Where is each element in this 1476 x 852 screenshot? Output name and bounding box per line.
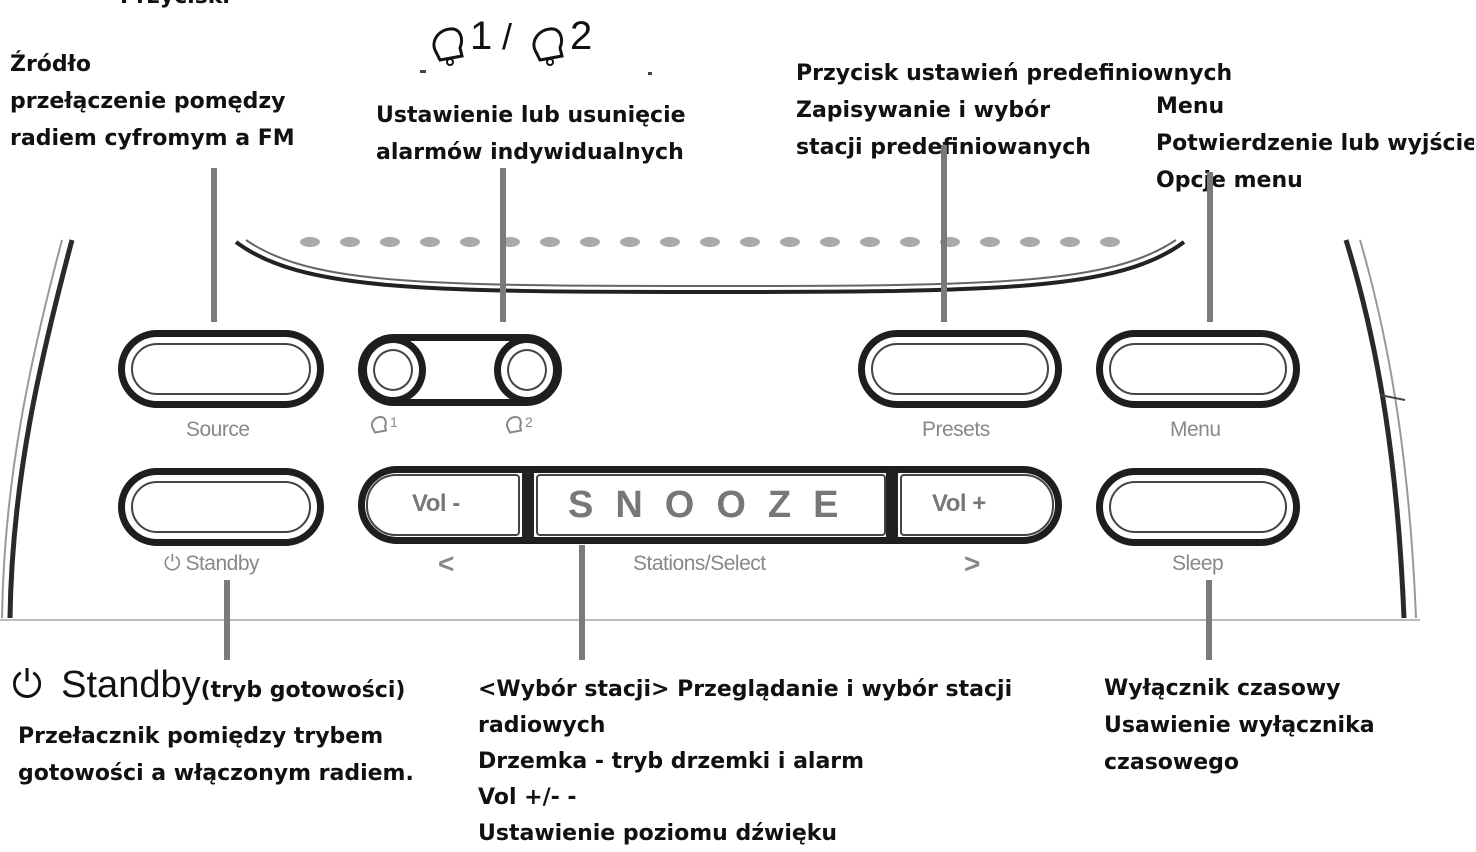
callout-line: Usawienie wyłącznika [1104,713,1375,738]
sleep-button[interactable] [1096,468,1300,546]
alarm2-button[interactable] [494,336,560,404]
standby-heading: ⏻ Standby(tryb gotowości) [12,664,406,706]
snooze-button[interactable]: SNOOZE [536,474,886,536]
alarm1-button[interactable] [360,336,426,404]
vol-plus-button[interactable]: Vol + [900,474,1054,536]
callout-line: Źródło [10,52,91,77]
standby-device-label: ⏻ Standby [164,552,260,575]
alarm-symbols-heading: 1 / 2 [430,14,610,74]
callout-line: Menu [1156,94,1225,119]
speaker-holes [300,237,1120,247]
callout-line: Zapisywanie i wybór [796,98,1051,123]
callout-line: Ustawienie lub usunięcie [376,103,686,128]
callout-line: Opcje menu [1156,168,1303,193]
divider [522,470,534,540]
bell-icon [432,27,464,66]
menu-button[interactable] [1096,330,1300,408]
power-icon: ⏻ [164,552,181,575]
alarm-callout: Ustawienie lub usunięcie alarmów indywid… [376,97,686,171]
alarm1-number: 1 [470,14,493,58]
alarm2-number: 2 [570,14,593,58]
leader-line-alarm [500,168,506,322]
callout-line: Przełacznik pomiędzy trybem [18,724,384,749]
leader-line-stations [579,545,585,660]
leader-line-source [211,168,217,322]
callout-line: przełączenie pomędzy [10,89,286,114]
sleep-callout: Wyłącznik czasowy Usawienie wyłącznika c… [1104,670,1375,781]
callout-line: <Wybór stacji> Przeglądanie i wybór stac… [478,677,1013,702]
bell-icon [505,415,523,434]
callout-line: radiem cyfromym a FM [10,126,295,151]
standby-button[interactable] [118,468,324,546]
standby-callout: Przełacznik pomiędzy trybem gotowości a … [18,718,414,792]
callout-line: Przycisk ustawień predefiniownych [796,61,1233,86]
stations-select-label: Stations/Select [633,552,766,575]
slash: / [502,16,513,57]
callout-line: Wyłącznik czasowy [1104,676,1341,701]
leader-line-sleep [1206,580,1212,660]
callout-line: Potwierdzenie lub wyjście [1156,131,1474,156]
stations-callout: <Wybór stacji> Przeglądanie i wybór stac… [478,672,1012,852]
ink-dot [420,70,426,73]
alarm2-label: 2 [505,414,533,442]
right-arrow: > [964,548,980,579]
bell-icon [532,27,564,66]
callout-line: Ustawienie poziomu dźwięku [478,821,838,846]
leader-line-menu [1207,172,1213,322]
presets-label: Presets [922,418,990,441]
menu-callout: Menu Potwierdzenie lub wyjście Opcje men… [1156,88,1474,199]
bell-icon [370,415,388,434]
presets-callout: Przycisk ustawień predefiniownych Zapisy… [796,55,1232,166]
callout-line: Vol +/- - [478,785,577,810]
ink-dot [648,72,652,75]
power-icon: ⏻ [12,664,43,706]
leader-line-presets [941,145,947,322]
source-label: Source [186,418,250,441]
callout-line: czasowego [1104,750,1240,775]
leader-line-standby [224,580,230,660]
presets-button[interactable] [858,330,1062,408]
snooze-bar [358,466,1062,544]
menu-label: Menu [1170,418,1221,441]
header-fragment: Przyciski [120,0,230,15]
vol-minus-button[interactable]: Vol - [366,474,520,536]
source-callout: Źródło przełączenie pomędzy radiem cyfro… [10,46,295,157]
divider [886,470,898,540]
source-button[interactable] [118,330,324,408]
callout-line: Drzemka - tryb drzemki i alarm [478,749,865,774]
callout-line: alarmów indywidualnych [376,140,684,165]
callout-line: radiowych [478,713,606,738]
sleep-label: Sleep [1172,552,1224,575]
callout-line: gotowości a włączonym radiem. [18,761,414,786]
left-arrow: < [438,548,454,579]
alarm1-label: 1 [370,414,398,442]
